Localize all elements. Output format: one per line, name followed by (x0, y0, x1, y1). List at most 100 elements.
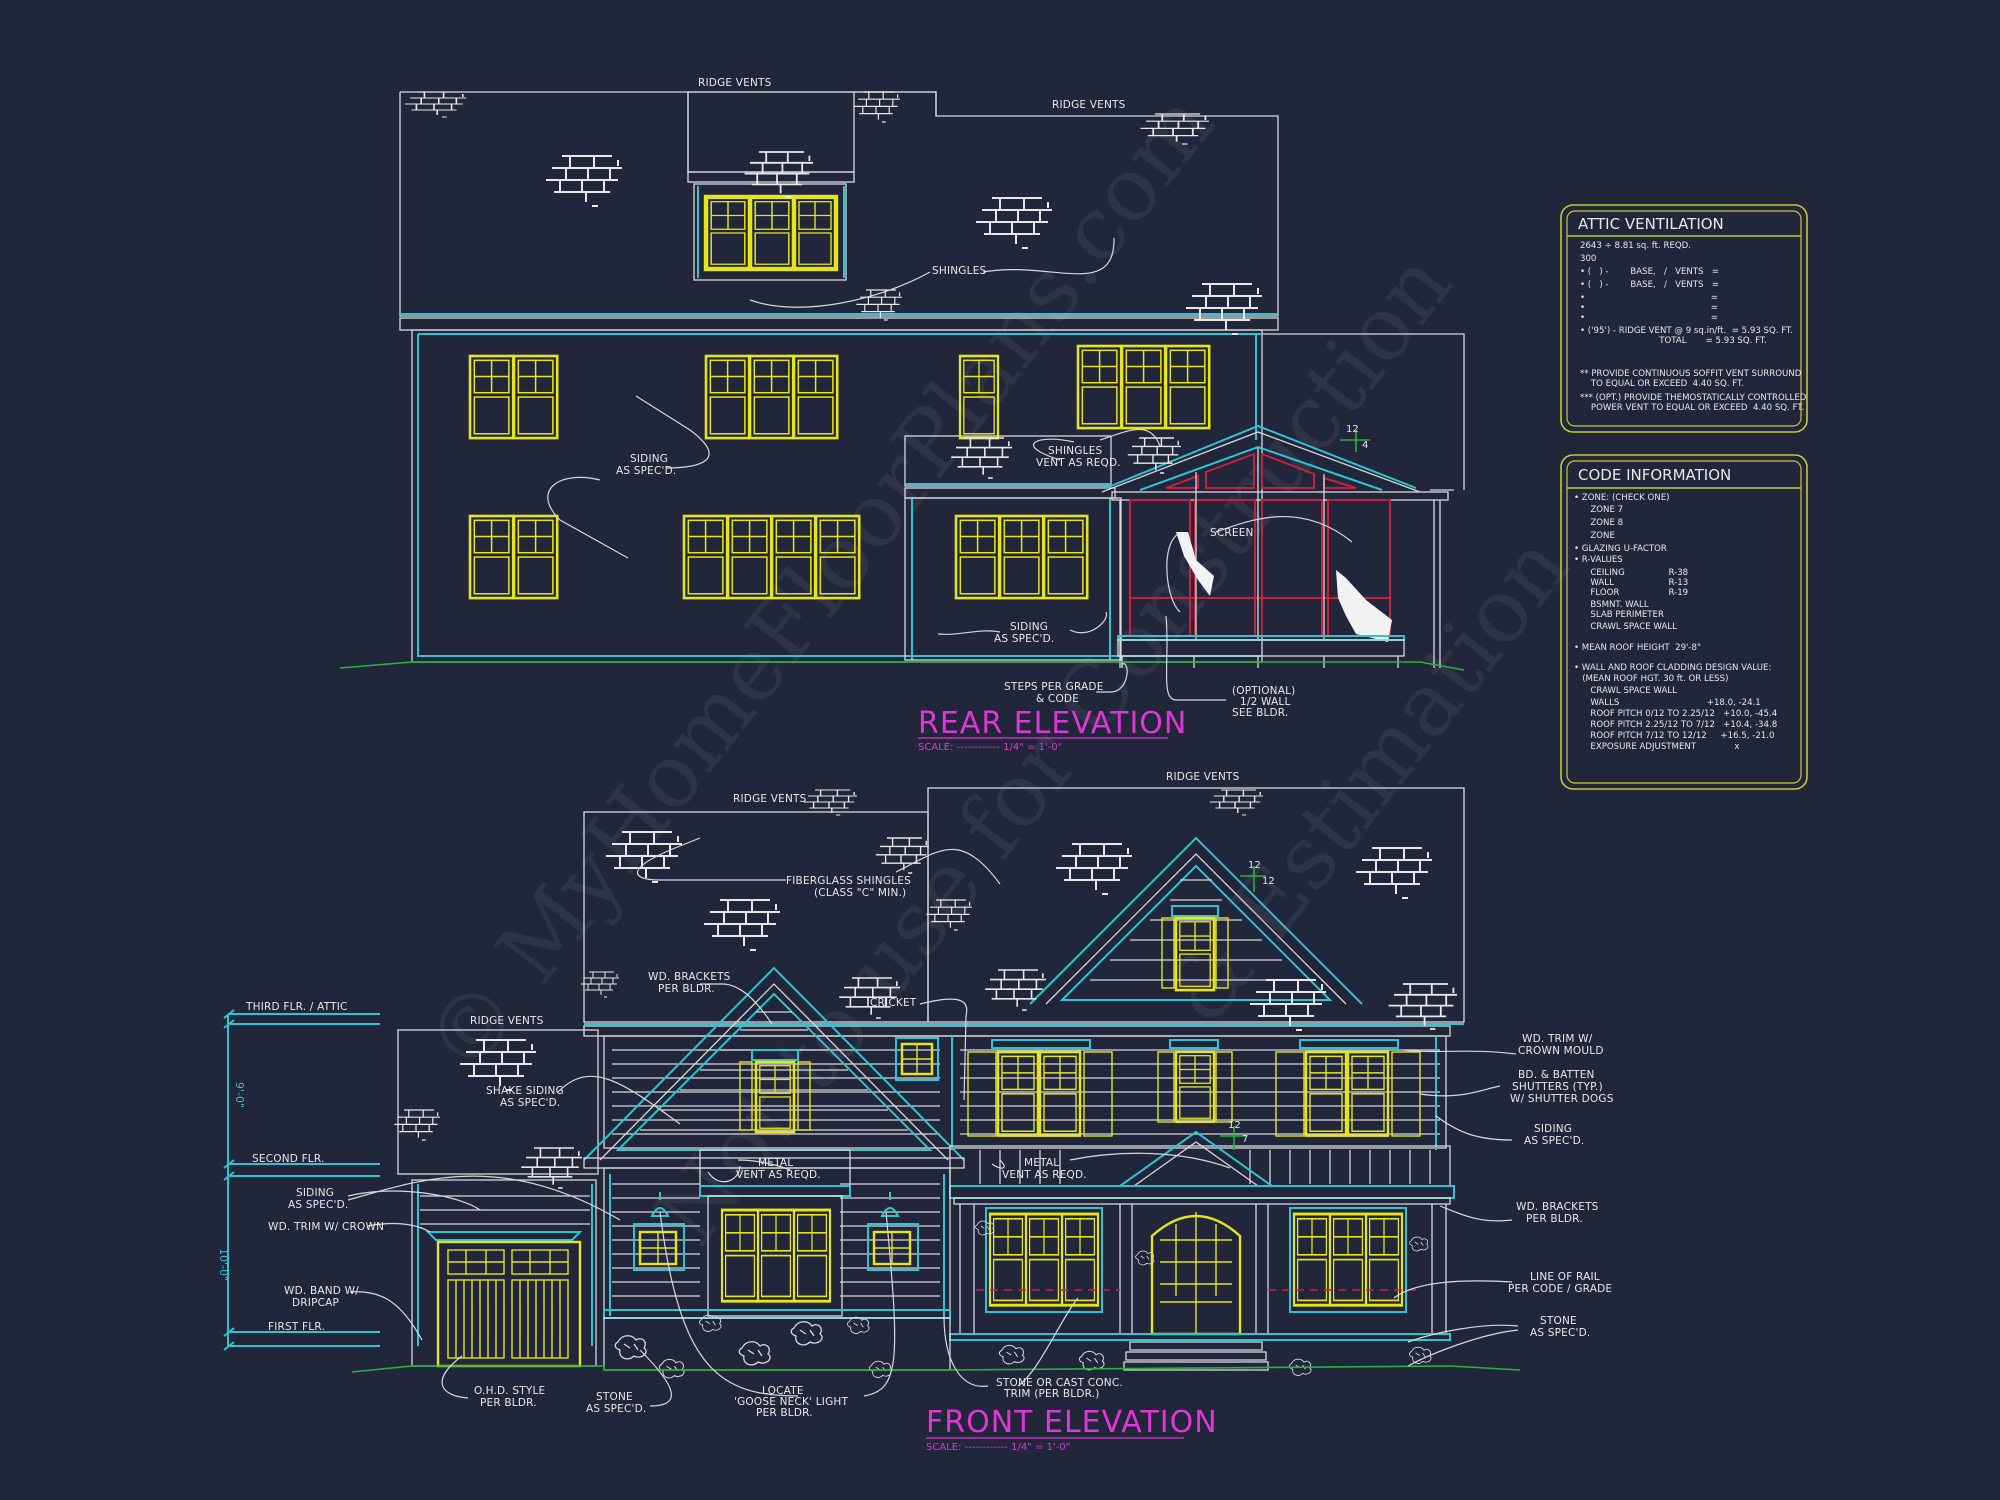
rear-ridge-vents-label: RIDGE VENTS (698, 77, 772, 89)
siding-left-label-a: SIDING (296, 1187, 334, 1199)
rear-optional-label-a: (OPTIONAL) (1232, 685, 1295, 697)
attic-line: 2643 ÷ 8.81 sq. ft. REQD. (1580, 241, 1691, 251)
siding-left-label-b: AS SPEC'D. (288, 1199, 348, 1211)
rear-shingles-vent-label-b: VENT AS REQD. (1036, 457, 1121, 469)
rear-siding-label-2a: SIDING (1010, 621, 1048, 633)
attic-line: • = (1580, 303, 1718, 313)
siding-right-label-a: SIDING (1534, 1123, 1572, 1135)
code-line: ZONE 7 (1574, 505, 1623, 515)
siding-right-label-b: AS SPEC'D. (1524, 1135, 1584, 1147)
ohd-label-a: O.H.D. STYLE (474, 1385, 545, 1397)
fiberglass-label-b: (CLASS "C" MIN.) (814, 887, 906, 899)
attic-ventilation-lines: 2643 ÷ 8.81 sq. ft. REQD. 300 • ( ) - BA… (1580, 241, 1807, 413)
rear-elevation-scale: SCALE: ------------ 1/4" = 1'-0" (918, 742, 1062, 753)
rear-optional-label-c: SEE BLDR. (1232, 707, 1288, 719)
code-line: CRAWL SPACE WALL (1574, 686, 1677, 696)
code-line: FLOOR R-19 (1574, 588, 1688, 598)
code-line: CRAWL SPACE WALL (1574, 622, 1677, 632)
metal-vent-1-label-a: METAL (758, 1157, 793, 1169)
code-line: ZONE 8 (1574, 518, 1623, 528)
shutters-label-c: W/ SHUTTER DOGS (1510, 1093, 1614, 1105)
rear-elevation-title: REAR ELEVATION (918, 706, 1187, 741)
rear-siding-label-1a: SIDING (630, 453, 668, 465)
dormer-window (703, 194, 839, 272)
code-information-title: CODE INFORMATION (1578, 466, 1731, 484)
brackets-label-a: WD. BRACKETS (648, 971, 731, 983)
code-line: ROOF PITCH 0/12 TO 2.25/12 +10.0, -45.4 (1574, 709, 1777, 719)
rear-siding-label-1b: AS SPEC'D. (616, 465, 676, 477)
brackets-right-label-b: PER BLDR. (1526, 1213, 1583, 1225)
metal-vent-2-label-a: METAL (1024, 1157, 1059, 1169)
rear-shingles-vent-label-a: SHINGLES (1048, 445, 1103, 457)
front-pitch-porch-run: 7 (1242, 1134, 1248, 1145)
shake-siding-label-a: SHAKE SIDING (486, 1085, 564, 1097)
code-line: • MEAN ROOF HEIGHT 29'-8" (1574, 643, 1701, 653)
code-line: (MEAN ROOF HGT. 30 ft. OR LESS) (1574, 674, 1728, 684)
rear-optional-label-b: 1/2 WALL (1240, 696, 1291, 708)
rear-steps-label-a: STEPS PER GRADE (1004, 681, 1104, 693)
front-ridge-vents-garage: RIDGE VENTS (470, 1015, 544, 1027)
front-elevation-title: FRONT ELEVATION (926, 1405, 1218, 1440)
attic-line: *** (OPT.) PROVIDE THEMOSTATICALLY CONTR… (1580, 393, 1807, 403)
code-line: WALL R-13 (1574, 578, 1688, 588)
rail-label-a: LINE OF RAIL (1530, 1271, 1600, 1283)
code-line: • GLAZING U-FACTOR (1574, 544, 1667, 554)
shake-texture-right (1090, 879, 1302, 981)
ohd-label-b: PER BLDR. (480, 1397, 537, 1409)
shutters-label-a: BD. & BATTEN (1518, 1069, 1595, 1081)
stone-right-label-a: STONE (1540, 1315, 1577, 1327)
rear-screen-label: SCREEN (1210, 527, 1254, 539)
front-pitch-main-rise: 12 (1248, 860, 1261, 871)
code-line: ZONE (1574, 531, 1615, 541)
attic-line: • = (1580, 313, 1718, 323)
attic-line: TO EQUAL OR EXCEED 4.40 SQ. FT. (1580, 379, 1744, 389)
front-elevation-scale: SCALE: ------------ 1/4" = 1'-0" (926, 1442, 1070, 1453)
attic-line: • ('95') - RIDGE VENT @ 9 sq.in/ft. = 5.… (1580, 326, 1793, 336)
front-entry-door (1150, 1212, 1242, 1336)
front-elevation: THIRD FLR. / ATTIC SECOND FLR. FIRST FLR… (217, 771, 1614, 1453)
rear-ridge-vents-label-2: RIDGE VENTS (1052, 99, 1126, 111)
trim-mould-label-b: CROWN MOULD (1518, 1045, 1604, 1057)
code-line: EXPOSURE ADJUSTMENT x (1574, 742, 1739, 752)
metal-vent-1-label-b: VENT AS REQD. (736, 1169, 821, 1181)
attic-line: TOTAL = 5.93 SQ. FT. (1580, 336, 1767, 346)
trim-mould-label-a: WD. TRIM W/ (1522, 1033, 1593, 1045)
code-line: • WALL AND ROOF CLADDING DESIGN VALUE: (1574, 663, 1771, 673)
code-information-lines: • ZONE: (CHECK ONE) ZONE 7 ZONE 8 ZONE •… (1574, 493, 1777, 752)
code-line: BSMNT. WALL (1574, 600, 1649, 610)
gooseneck-label-a: LOCATE (762, 1385, 804, 1397)
front-pitch-main-run: 12 (1262, 876, 1275, 887)
front-upper-windows (967, 1039, 1421, 1137)
code-line: • ZONE: (CHECK ONE) (1574, 493, 1670, 503)
brackets-right-label-a: WD. BRACKETS (1516, 1201, 1599, 1213)
level-first-floor: FIRST FLR. (268, 1321, 325, 1333)
code-line: WALLS +18.0, -24.1 (1574, 698, 1761, 708)
stone-left-label-b: AS SPEC'D. (586, 1403, 646, 1415)
attic-line: ** PROVIDE CONTINUOUS SOFFIT VENT SURROU… (1580, 369, 1802, 379)
cricket-label: CRICKET (870, 997, 917, 1009)
band-dripcap-label-b: DRIPCAP (292, 1297, 339, 1309)
rear-steps-label-b: & CODE (1036, 693, 1079, 705)
rear-pitch-rise: 12 (1346, 424, 1359, 435)
shutters-label-b: SHUTTERS (TYP.) (1512, 1081, 1603, 1093)
attic-line: 300 (1580, 254, 1596, 264)
code-information-table: CODE INFORMATION • ZONE: (CHECK ONE) ZON… (1560, 454, 1808, 790)
front-ridge-vents-left: RIDGE VENTS (733, 793, 807, 805)
rear-elevation: 12 4 RIDGE VENTS RIDGE VENTS SHINGLES SI… (339, 77, 1465, 753)
attic-line: • = (1580, 293, 1718, 303)
code-line: CEILING R-38 (1574, 568, 1688, 578)
stone-cast-label-a: STONE OR CAST CONC. (996, 1377, 1123, 1389)
attic-ventilation-title: ATTIC VENTILATION (1578, 215, 1724, 233)
attic-line: • ( ) - BASE, / VENTS = (1580, 267, 1719, 277)
code-line: ROOF PITCH 2.25/12 TO 7/12 +10.4, -34.8 (1574, 720, 1777, 730)
attic-ventilation-table: ATTIC VENTILATION 2643 ÷ 8.81 sq. ft. RE… (1560, 204, 1808, 433)
rear-shingles-label: SHINGLES (932, 265, 987, 277)
trim-crown-label: WD. TRIM W/ CROWN (268, 1221, 384, 1233)
front-pitch-porch-rise: 12 (1228, 1120, 1241, 1131)
dimension-lower: 10'-0" (217, 1248, 230, 1281)
rear-pitch-run: 4 (1362, 440, 1368, 451)
stone-cast-label-b: TRIM (PER BLDR.) (1003, 1388, 1100, 1400)
rail-label-b: PER CODE / GRADE (1508, 1283, 1612, 1295)
band-dripcap-label-a: WD. BAND W/ (284, 1285, 359, 1297)
